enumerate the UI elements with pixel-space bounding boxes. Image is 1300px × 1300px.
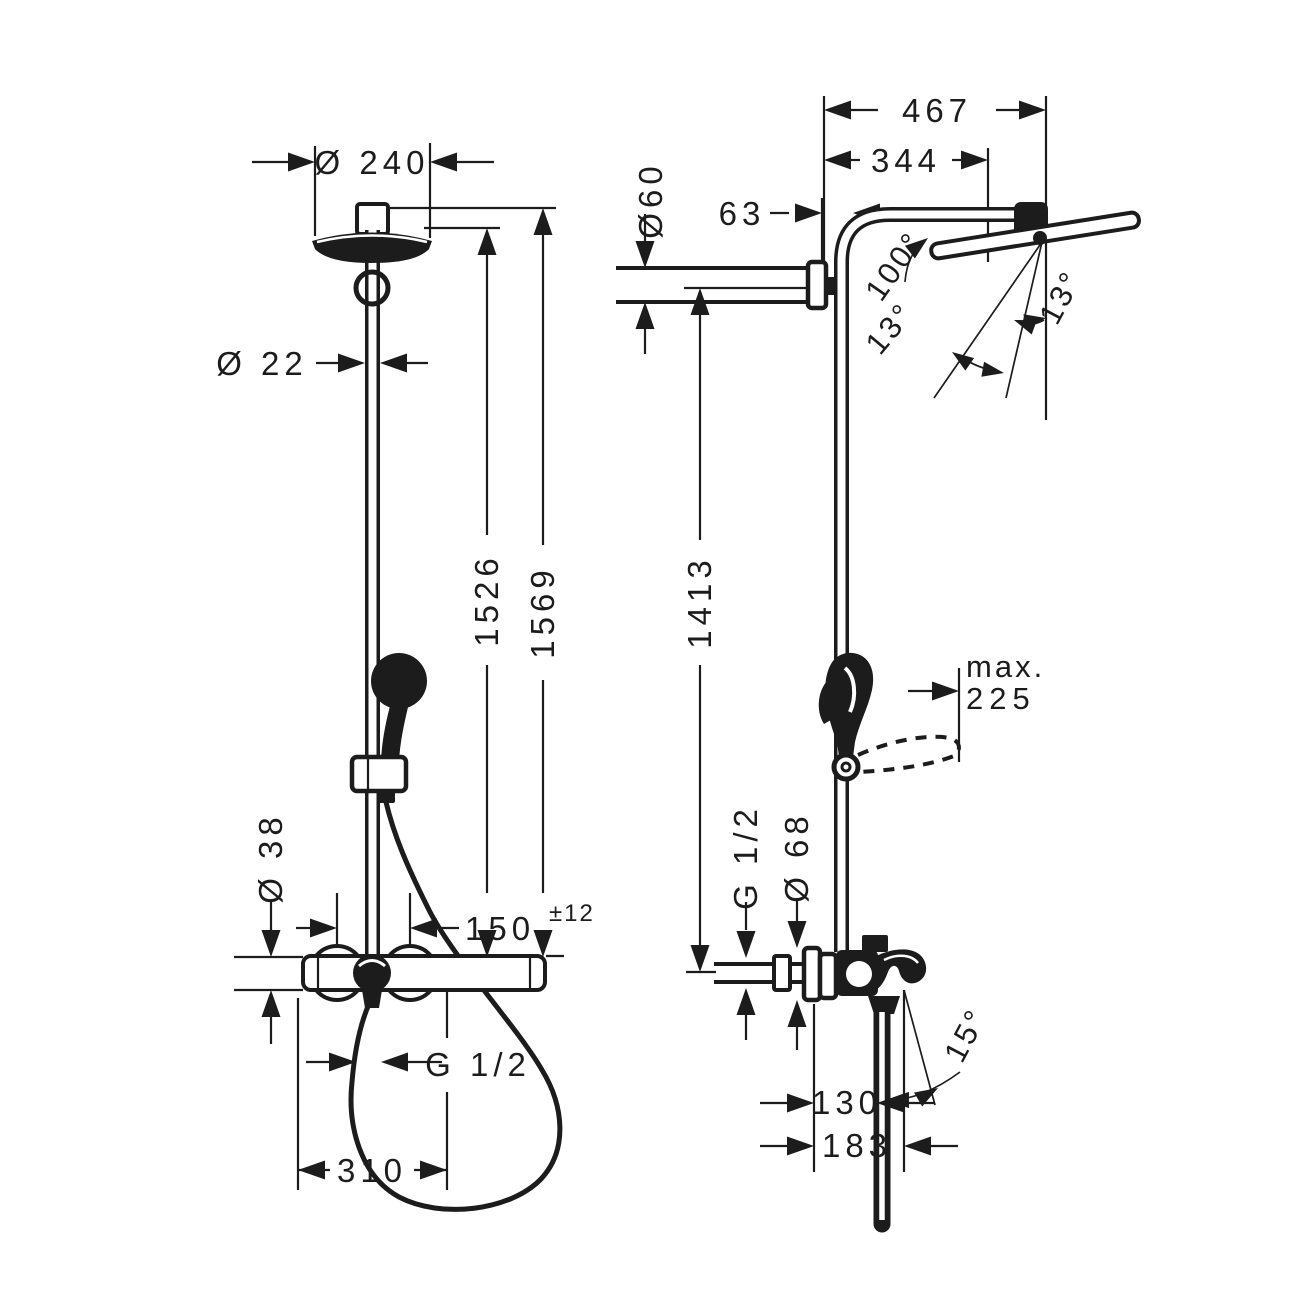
overhead-shower-side [929,202,1141,261]
dim-connection-spacing: 150 [465,910,535,947]
hand-shower-holder [349,754,409,794]
holder-pivot [831,752,861,782]
dim-spout-angle: 15° [937,1002,994,1068]
hand-shower-swung-dashed [857,734,961,774]
shower-hose [348,801,563,1212]
wall-supply-tube [616,259,838,311]
dim-handshower-reach-value: 225 [966,681,1036,716]
dim-outlet-thread: G 1/2 [425,1046,531,1083]
dim-connection-tolerance: ±12 [549,900,595,927]
dim-head-tilt-left: 13° [859,296,922,361]
hand-shower-front [371,653,427,762]
dim-spout-offset: 130 [812,1084,882,1121]
dim-valve-escutcheon: Ø 68 [778,811,815,903]
dim-valve-thread: G 1/2 [727,804,764,910]
dim-wall-offset: 63 [719,195,766,232]
dim-height-to-head: 1526 [468,553,505,646]
dim-head-angle: 100° [858,225,930,307]
valve-front [301,944,547,1008]
overhead-shower-front [312,232,432,263]
head-mount-stub [355,202,390,236]
dim-escutcheon-diameter: Ø60 [632,161,669,238]
dim-valve-diameter: Ø 38 [252,812,289,904]
dim-reach-overall: 467 [902,92,972,129]
dim-reach-to-pivot: 344 [871,142,941,179]
dim-hose-loop-width: 310 [337,1152,407,1189]
dim-height-connection-to-valve: 1413 [681,555,718,648]
dim-handshower-reach-prefix: max. [966,649,1045,684]
front-view: Ø 240 Ø 22 [216,143,595,1212]
dim-spout-reach: 183 [822,1127,892,1164]
hand-shower-side [818,652,874,757]
dim-pipe-diameter: Ø 22 [216,345,308,382]
side-view: 467 344 63 Ø60 [616,92,1141,1233]
dim-height-overall: 1569 [524,565,561,658]
valve-side [714,935,927,1014]
ball-joint [353,269,391,307]
dim-head-diameter: Ø 240 [315,144,430,181]
